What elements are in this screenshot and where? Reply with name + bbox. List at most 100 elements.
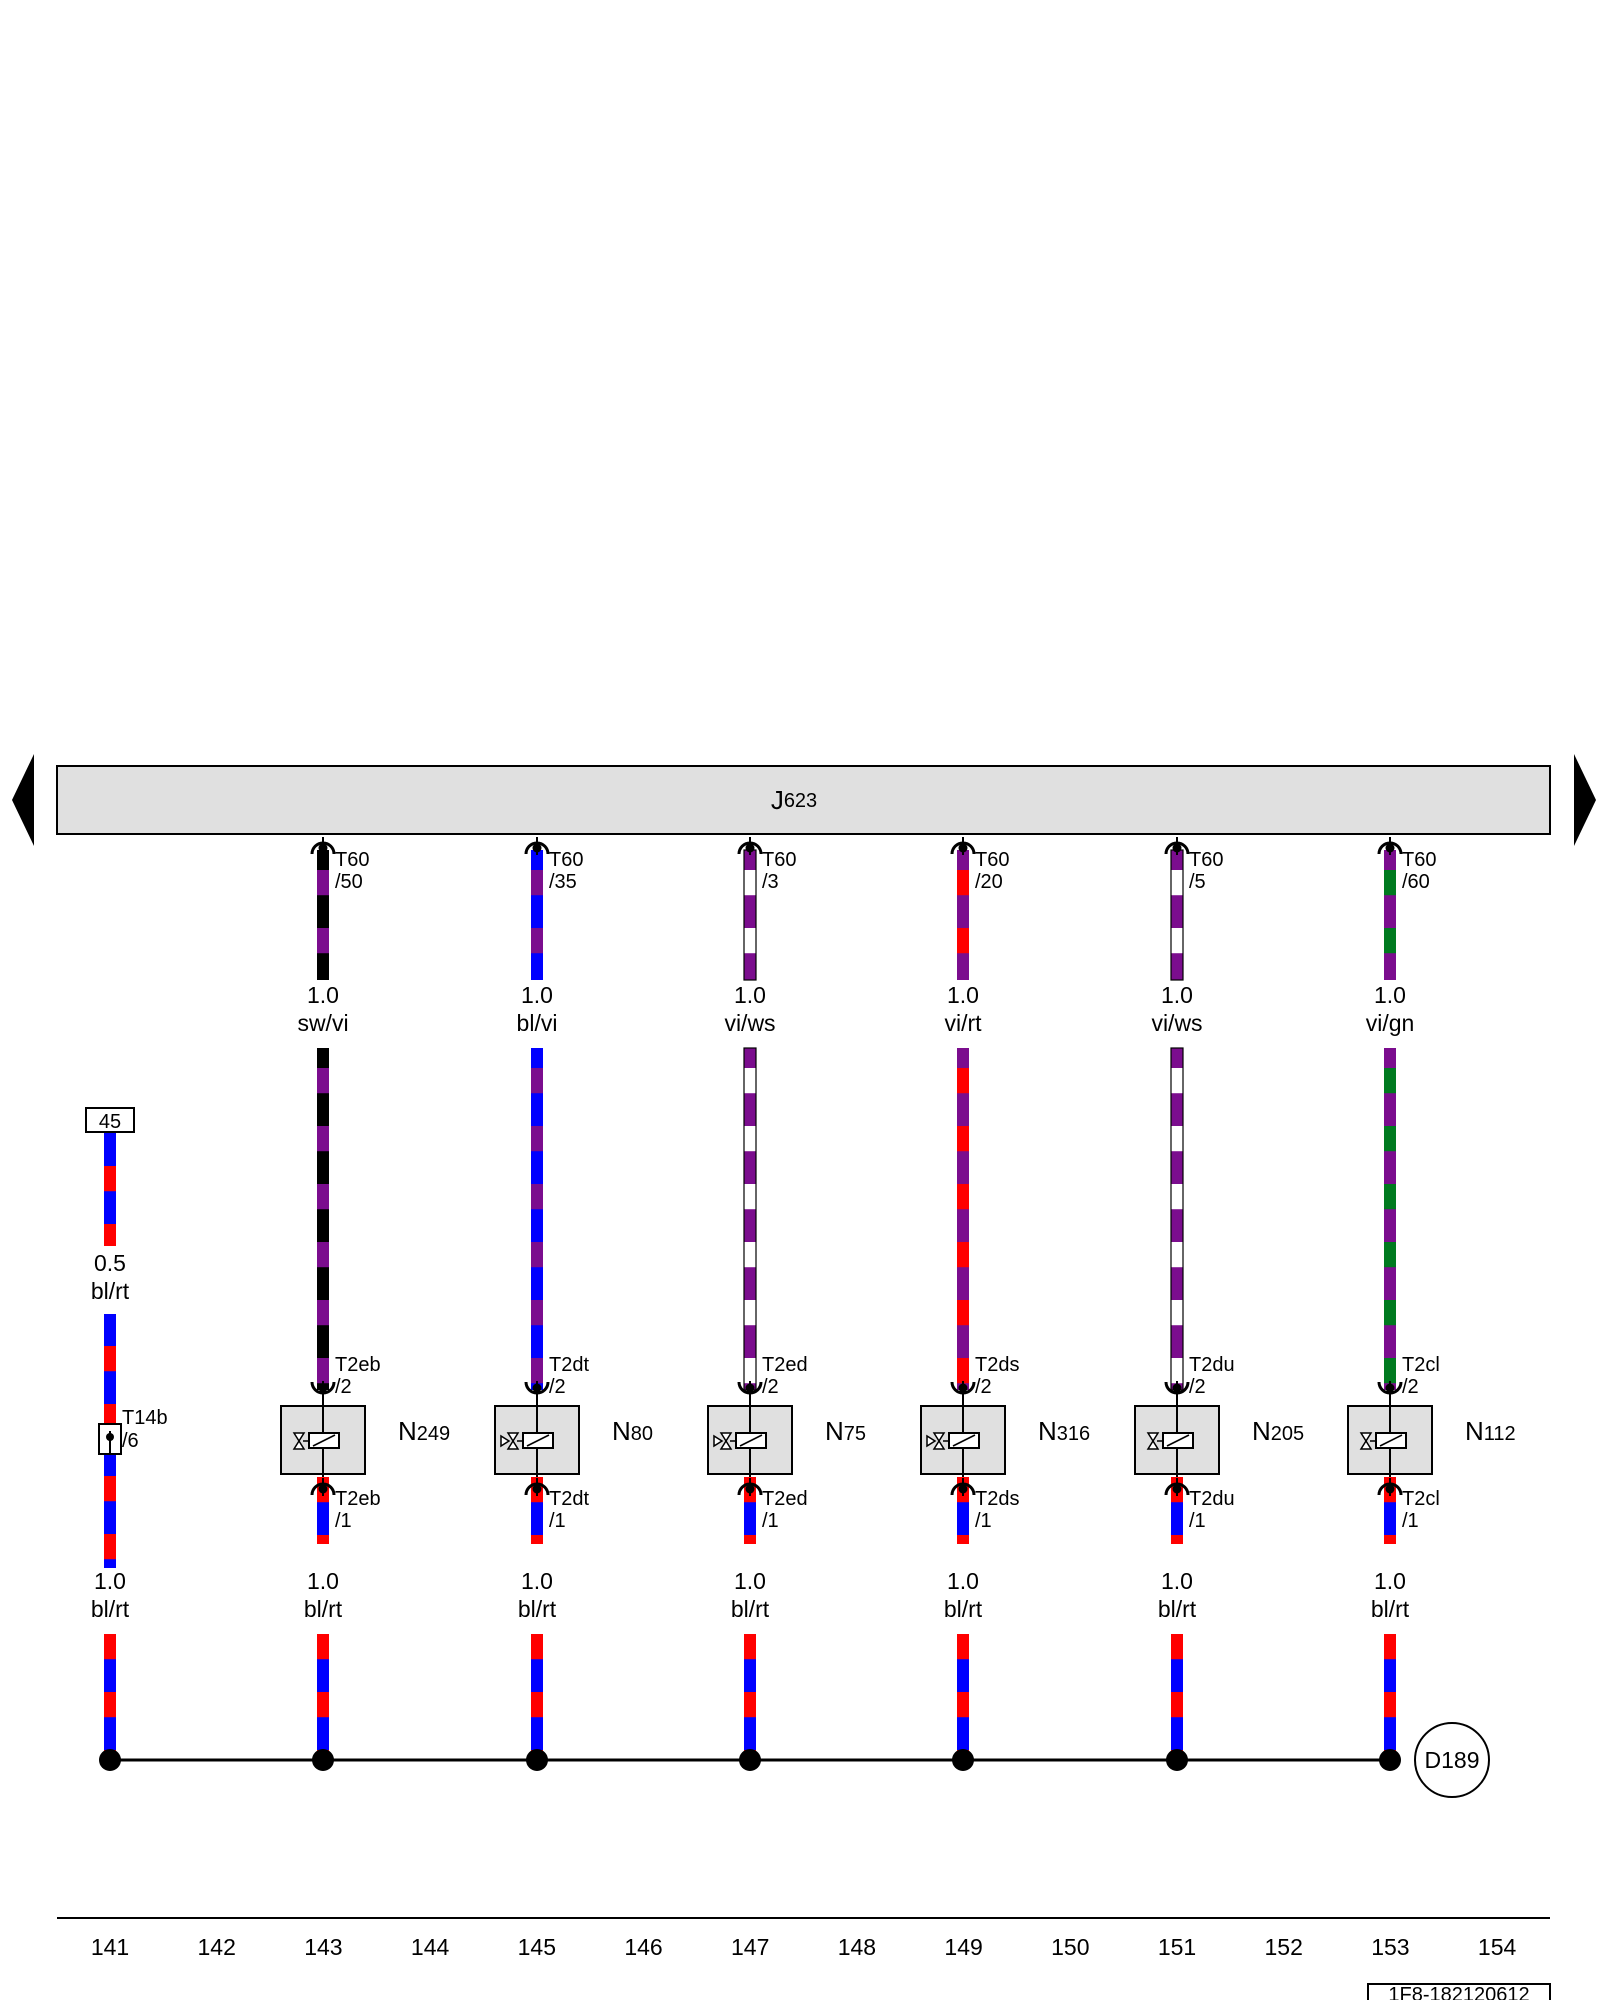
wire-size-label: 1.0 (1374, 982, 1406, 1008)
feed-wire-segments (104, 1132, 116, 1760)
component-prefix: N (1465, 1416, 1484, 1446)
column-number: 144 (411, 1934, 450, 1960)
wire-color-label-lower: bl/rt (304, 1596, 343, 1622)
svg-text:J623: J623 (771, 785, 817, 815)
valve-icon (1359, 1432, 1376, 1450)
ground-point-label: D189 (1425, 1747, 1480, 1773)
wire-size-label-lower: 1.0 (947, 1568, 979, 1594)
wire-color-label: vi/ws (1151, 1010, 1202, 1036)
feed-wire-color-lower: bl/rt (91, 1596, 130, 1622)
wire-color-label: vi/gn (1366, 1010, 1415, 1036)
solenoid-valve-n112 (1347, 1390, 1433, 1477)
feed-wire-size-lower: 1.0 (94, 1568, 126, 1594)
terminal-box (85, 1107, 135, 1133)
branch-wire-segments (531, 850, 543, 1760)
wire-size-label: 1.0 (947, 982, 979, 1008)
module-pin-label: T60 (1402, 849, 1436, 871)
plug-label-lower: T2eb (335, 1488, 381, 1510)
module-pin-number: /35 (549, 871, 577, 893)
column-number: 146 (624, 1934, 662, 1960)
branch-wire-segments (317, 850, 329, 1760)
wire-size-label-lower: 1.0 (1374, 1568, 1406, 1594)
plug-pin-upper: /2 (549, 1376, 566, 1398)
component-label: N316 (1038, 1416, 1090, 1446)
plug-label-lower: T2du (1189, 1488, 1235, 1510)
solenoid-valve-n316 (920, 1390, 1006, 1477)
wire-size-label-lower: 1.0 (1161, 1568, 1193, 1594)
module-pin-label: T60 (1189, 849, 1223, 871)
plug-label-upper: T2ed (762, 1354, 808, 1376)
column-number: 150 (1051, 1934, 1089, 1960)
solenoid-valve-n75 (707, 1390, 793, 1477)
column-number: 143 (304, 1934, 342, 1960)
component-number: 80 (631, 1423, 653, 1445)
module-number: 623 (784, 790, 817, 812)
plug-pin-lower: /1 (1189, 1510, 1206, 1532)
component-number: 112 (1484, 1423, 1516, 1445)
solenoid-valve-n249 (280, 1390, 366, 1477)
wire-color-label: vi/rt (944, 1010, 982, 1036)
component-prefix: N (825, 1416, 844, 1446)
wire-color-label-lower: bl/rt (731, 1596, 770, 1622)
wire-size-label: 1.0 (1161, 982, 1193, 1008)
component-label: N112 (1465, 1416, 1516, 1446)
wire-color-label: bl/vi (517, 1010, 558, 1036)
previous-page-arrow[interactable] (12, 754, 34, 846)
branch-wire-segments (957, 850, 969, 1760)
module-pin-label: T60 (335, 849, 369, 871)
plug-label-lower: T2ed (762, 1488, 808, 1510)
valve-branches: T60/501.0sw/viT2eb/2N249T2eb/11.0bl/rtT6… (280, 837, 1516, 1771)
plug-label-upper: T2eb (335, 1354, 381, 1376)
inline-connector-label: T14b (122, 1407, 168, 1429)
component-number: 205 (1271, 1423, 1304, 1445)
ground-junction-dot (526, 1749, 548, 1771)
ground-junction-dot (1166, 1749, 1188, 1771)
module-pin-number: /3 (762, 871, 779, 893)
valve-icon (500, 1432, 523, 1450)
terminal-label: 45 (99, 1111, 121, 1133)
column-number: 151 (1158, 1934, 1196, 1960)
plug-pin-upper: /2 (762, 1376, 779, 1398)
control-unit-j623: J623 (56, 765, 1551, 835)
module-pin-number: /20 (975, 871, 1003, 893)
branch-wire-segments (743, 849, 757, 1760)
valve-icon (1146, 1432, 1163, 1450)
component-prefix: N (398, 1416, 417, 1446)
module-pin-label: T60 (762, 849, 796, 871)
column-number: 153 (1371, 1934, 1409, 1960)
component-prefix: N (1252, 1416, 1271, 1446)
feed-wire-size: 0.5 (94, 1250, 126, 1276)
plug-pin-lower: /1 (335, 1510, 352, 1532)
column-number: 152 (1265, 1934, 1303, 1960)
plug-pin-lower: /1 (762, 1510, 779, 1532)
diagram-code: 1F8-182120612 (1388, 1984, 1529, 2000)
wire-size-label: 1.0 (307, 982, 339, 1008)
module-pin-number: /5 (1189, 871, 1206, 893)
wire-color-label-lower: bl/rt (518, 1596, 557, 1622)
wire-size-label-lower: 1.0 (307, 1568, 339, 1594)
module-pin-number: /50 (335, 871, 363, 893)
column-number: 154 (1478, 1934, 1517, 1960)
plug-label-lower: T2cl (1402, 1488, 1440, 1510)
valve-icon (713, 1432, 736, 1450)
valve-icon (292, 1432, 309, 1450)
ground-point-d189: D189 (1414, 1722, 1490, 1798)
wire-color-label: sw/vi (297, 1010, 348, 1036)
ground-junction-dot (1379, 1749, 1401, 1771)
branch-wire-segments (1384, 850, 1396, 1760)
wire-size-label-lower: 1.0 (521, 1568, 553, 1594)
wire-size-label: 1.0 (521, 982, 553, 1008)
valve-icon (926, 1432, 949, 1450)
column-number: 141 (91, 1934, 129, 1960)
diagram-code-box (1367, 1983, 1551, 2000)
plug-pin-upper: /2 (975, 1376, 992, 1398)
next-page-arrow[interactable] (1574, 754, 1596, 846)
module-pin-label: T60 (975, 849, 1009, 871)
column-number: 142 (198, 1934, 236, 1960)
solenoid-valve-n205 (1134, 1390, 1220, 1477)
module-pin-number: /60 (1402, 871, 1430, 893)
